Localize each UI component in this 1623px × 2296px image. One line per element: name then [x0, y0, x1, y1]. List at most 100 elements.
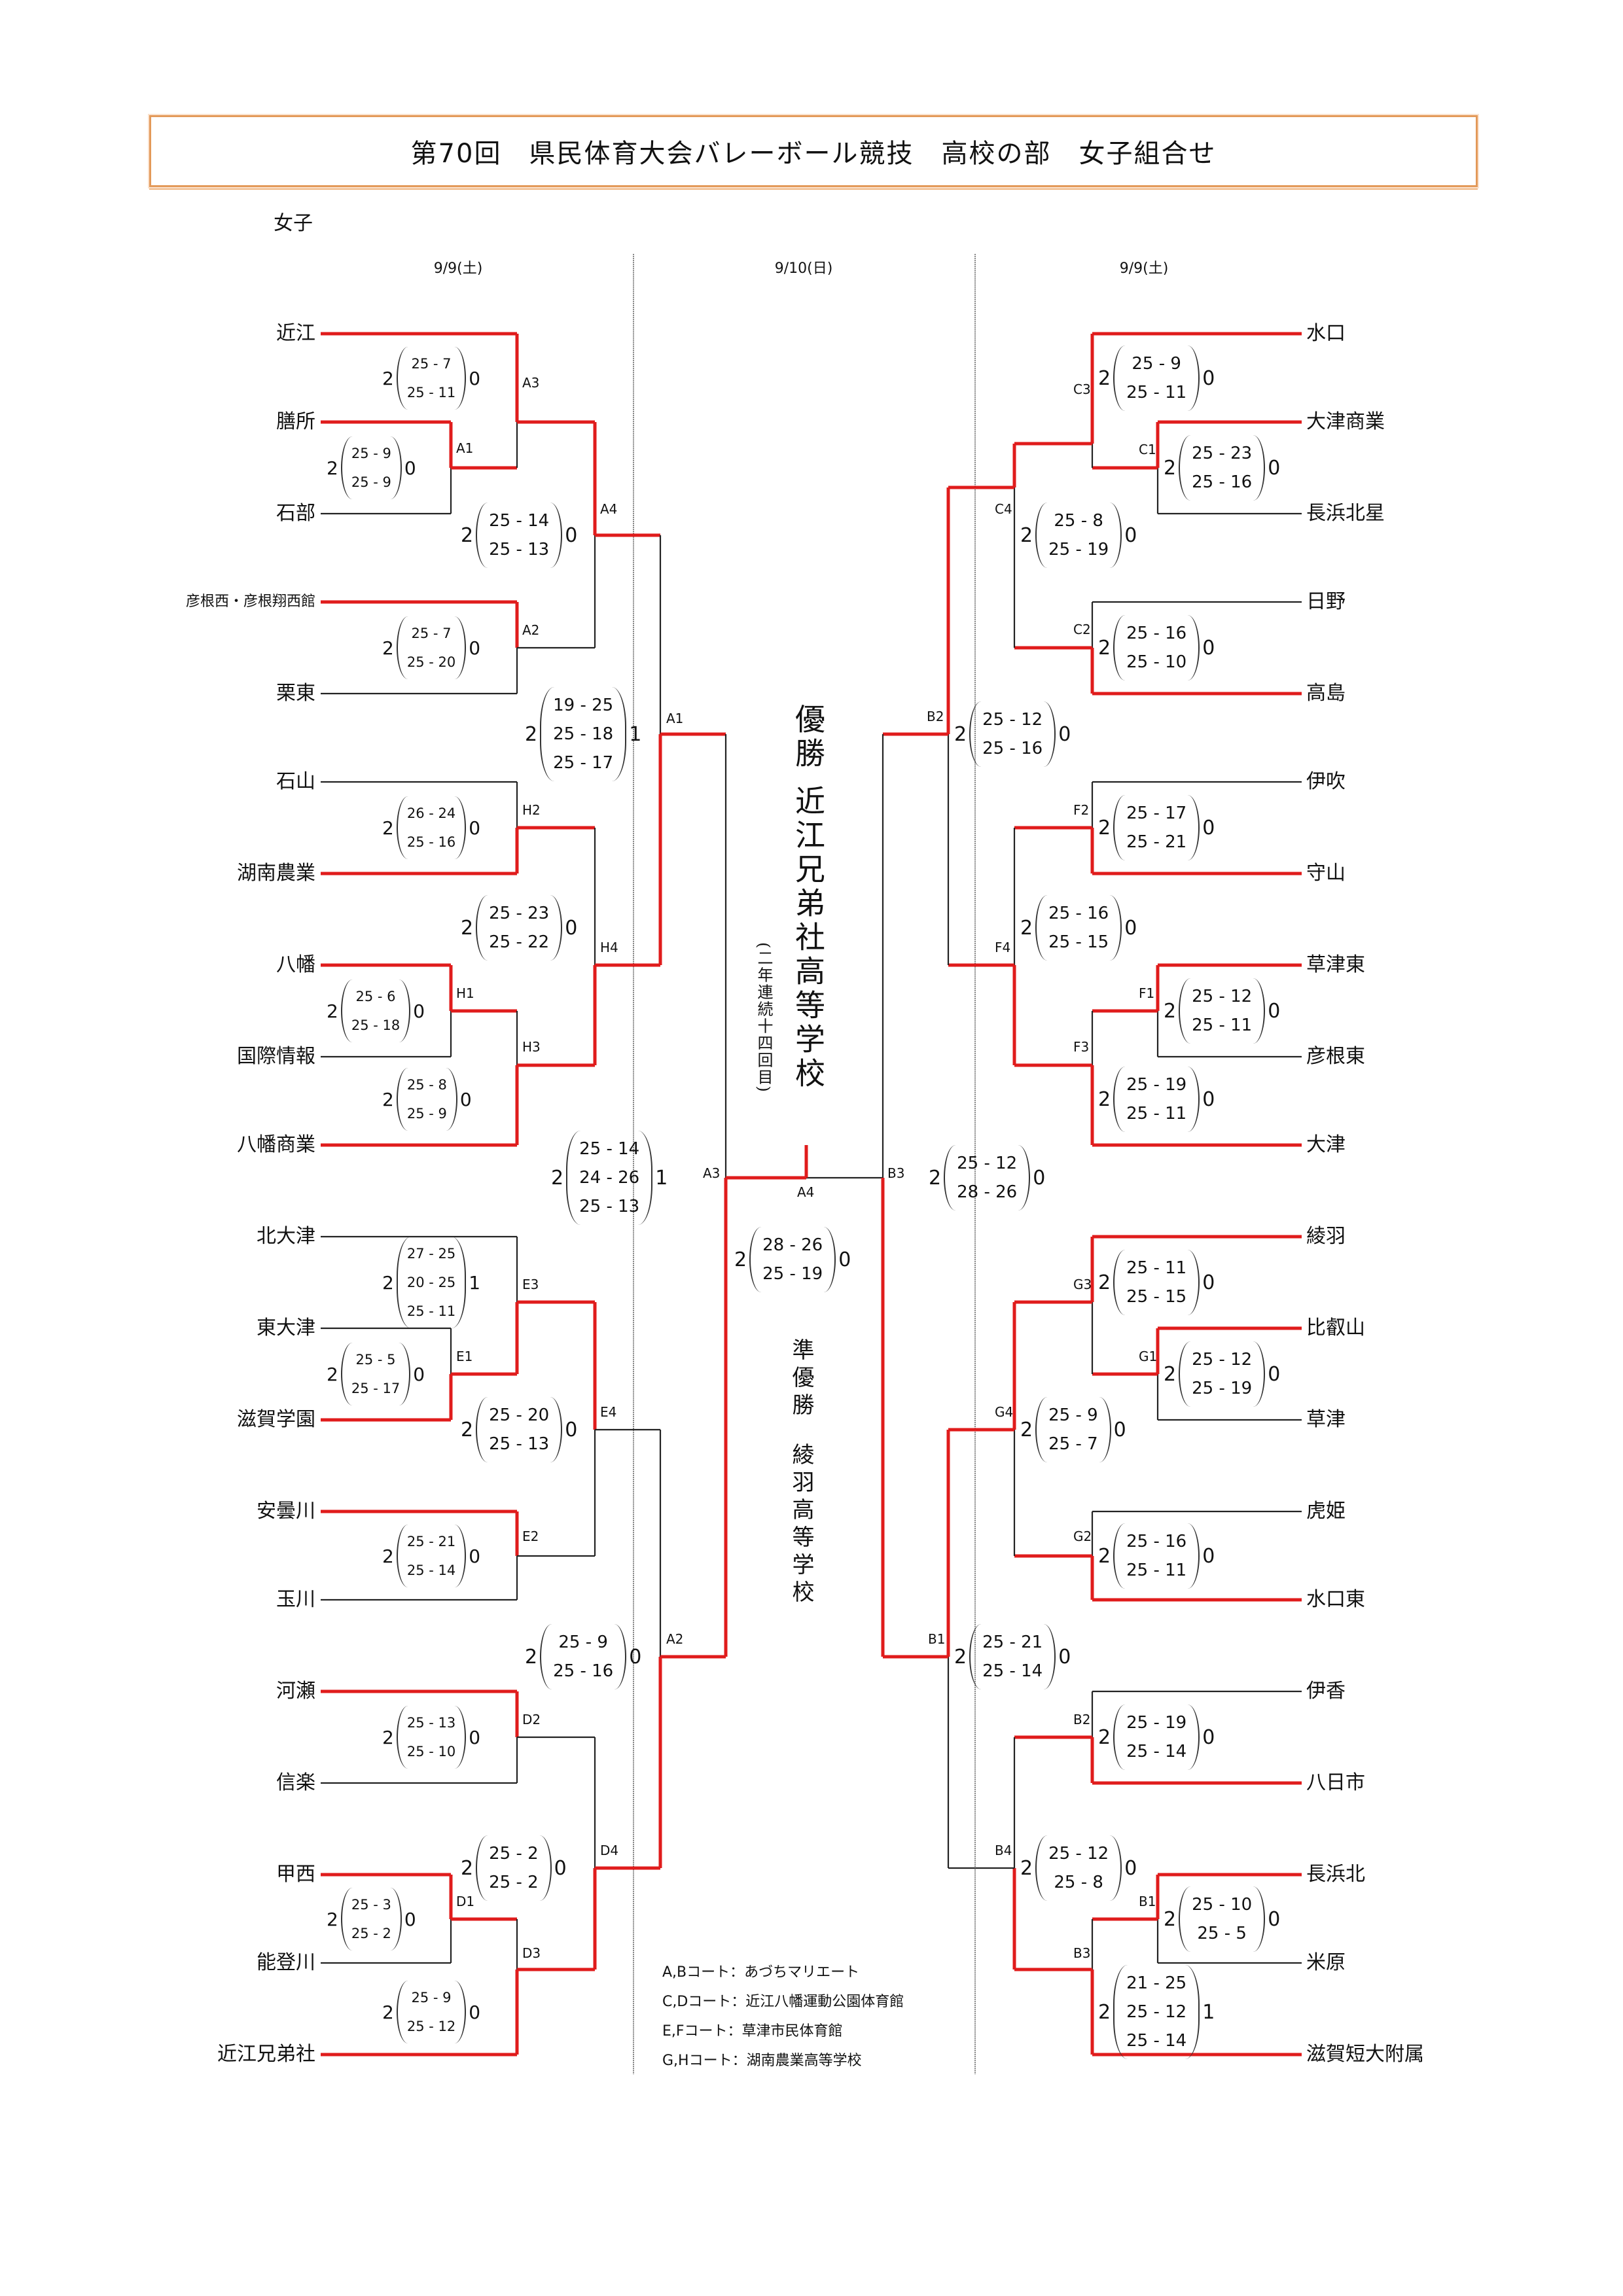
set-score: 25 - 16 — [1126, 1532, 1187, 1551]
team-name-left: 膳所 — [276, 410, 315, 433]
sets-lost: 0 — [1124, 1856, 1137, 1880]
set-score: 25 - 9 — [1132, 354, 1181, 374]
team-name-left: 北大津 — [257, 1225, 315, 1248]
set-score: 25 - 16 — [1126, 624, 1187, 643]
set-score: 25 - 2 — [489, 1844, 539, 1863]
set-score: 25 - 9 — [411, 1990, 452, 2005]
set-score: 25 - 16 — [1048, 904, 1109, 923]
sets-won: 2 — [1098, 636, 1111, 660]
sets-lost: 1 — [469, 1271, 481, 1294]
set-score: 25 - 23 — [489, 904, 550, 923]
set-score: 25 - 22 — [489, 932, 550, 952]
team-name-left: 河瀬 — [276, 1680, 315, 1703]
sets-lost: 0 — [1113, 1418, 1126, 1441]
sets-lost: 0 — [629, 1645, 642, 1669]
set-score: 25 - 9 — [406, 1106, 447, 1122]
sets-lost: 0 — [554, 1856, 567, 1880]
match-code: G3 — [1073, 1277, 1092, 1292]
set-score: 25 - 10 — [1192, 1895, 1253, 1915]
sets-won: 2 — [1164, 1907, 1177, 1931]
set-score: 28 - 26 — [762, 1235, 823, 1255]
set-score: 25 - 8 — [1054, 1873, 1103, 1892]
sets-won: 2 — [382, 367, 394, 389]
match-code: E4 — [600, 1404, 617, 1420]
team-name-right: 水口 — [1306, 322, 1346, 345]
team-name-right: 高島 — [1306, 682, 1346, 705]
match-code: C1 — [1139, 442, 1156, 457]
set-score: 25 - 11 — [1126, 1561, 1187, 1580]
sets-won: 2 — [954, 1645, 967, 1669]
match-code: A3 — [703, 1165, 721, 1181]
set-score: 25 - 7 — [1048, 1434, 1098, 1454]
sets-lost: 0 — [413, 1363, 425, 1385]
sets-lost: 0 — [1268, 1907, 1281, 1931]
set-score: 25 - 14 — [1126, 1742, 1187, 1761]
match-code: F3 — [1073, 1039, 1090, 1055]
runner-up-name: 綾羽高等学校 — [788, 1443, 814, 1608]
set-score: 25 - 21 — [982, 1633, 1043, 1652]
sets-lost: 0 — [469, 367, 481, 389]
team-name-left: 湖南農業 — [237, 862, 315, 885]
sets-lost: 0 — [469, 637, 481, 659]
set-score: 25 - 16 — [982, 739, 1043, 758]
sets-won: 2 — [1164, 999, 1177, 1023]
match-code: A2 — [666, 1631, 684, 1647]
team-name-left: 近江 — [276, 322, 315, 345]
set-score: 26 - 24 — [406, 805, 456, 821]
set-score: 25 - 12 — [957, 1154, 1018, 1173]
match-code: H4 — [600, 940, 618, 955]
set-score: 19 - 25 — [553, 696, 614, 715]
match-code: C4 — [995, 501, 1012, 517]
match-code: B4 — [995, 1843, 1012, 1858]
match-code: G2 — [1073, 1528, 1092, 1544]
sets-won: 2 — [1164, 1362, 1177, 1386]
set-score: 25 - 12 — [1192, 1350, 1253, 1369]
champion-name: 近江兄弟社高等学校 — [791, 785, 826, 1091]
set-score: 25 - 11 — [1126, 1258, 1187, 1278]
sets-lost: 0 — [1202, 1087, 1215, 1111]
sets-won: 2 — [525, 722, 538, 746]
match-code: C2 — [1073, 622, 1091, 637]
sets-won: 2 — [382, 817, 394, 839]
sets-lost: 0 — [1124, 523, 1137, 547]
team-name-right: 伊吹 — [1306, 770, 1346, 793]
sets-lost: 0 — [1268, 456, 1281, 480]
set-score: 25 - 17 — [553, 753, 614, 773]
page-title: 第70回 県民体育大会バレーボール競技 高校の部 女子組合せ — [410, 139, 1217, 169]
set-score: 25 - 12 — [1048, 1844, 1109, 1863]
set-score: 25 - 9 — [558, 1633, 608, 1652]
set-scores: 25 - 12 25 - 19 — [1179, 1341, 1266, 1407]
title-frame: 第70回 県民体育大会バレーボール競技 高校の部 女子組合せ — [149, 115, 1478, 187]
sets-lost: 0 — [469, 2001, 481, 2023]
match-code: F4 — [995, 940, 1011, 955]
sets-lost: 0 — [1202, 1544, 1215, 1568]
match-code: A1 — [666, 711, 684, 726]
set-score: 25 - 19 — [1192, 1379, 1253, 1398]
sets-won: 2 — [1098, 1544, 1111, 1568]
sets-won: 2 — [1098, 2000, 1111, 2024]
court-legend-item: G,Hコート：湖南農業高等学校 — [662, 2053, 862, 2069]
sets-lost: 0 — [565, 916, 578, 940]
date-center: 9/10(日) — [774, 260, 833, 277]
sets-won: 2 — [1098, 1087, 1111, 1111]
set-score: 25 - 23 — [1192, 444, 1253, 463]
